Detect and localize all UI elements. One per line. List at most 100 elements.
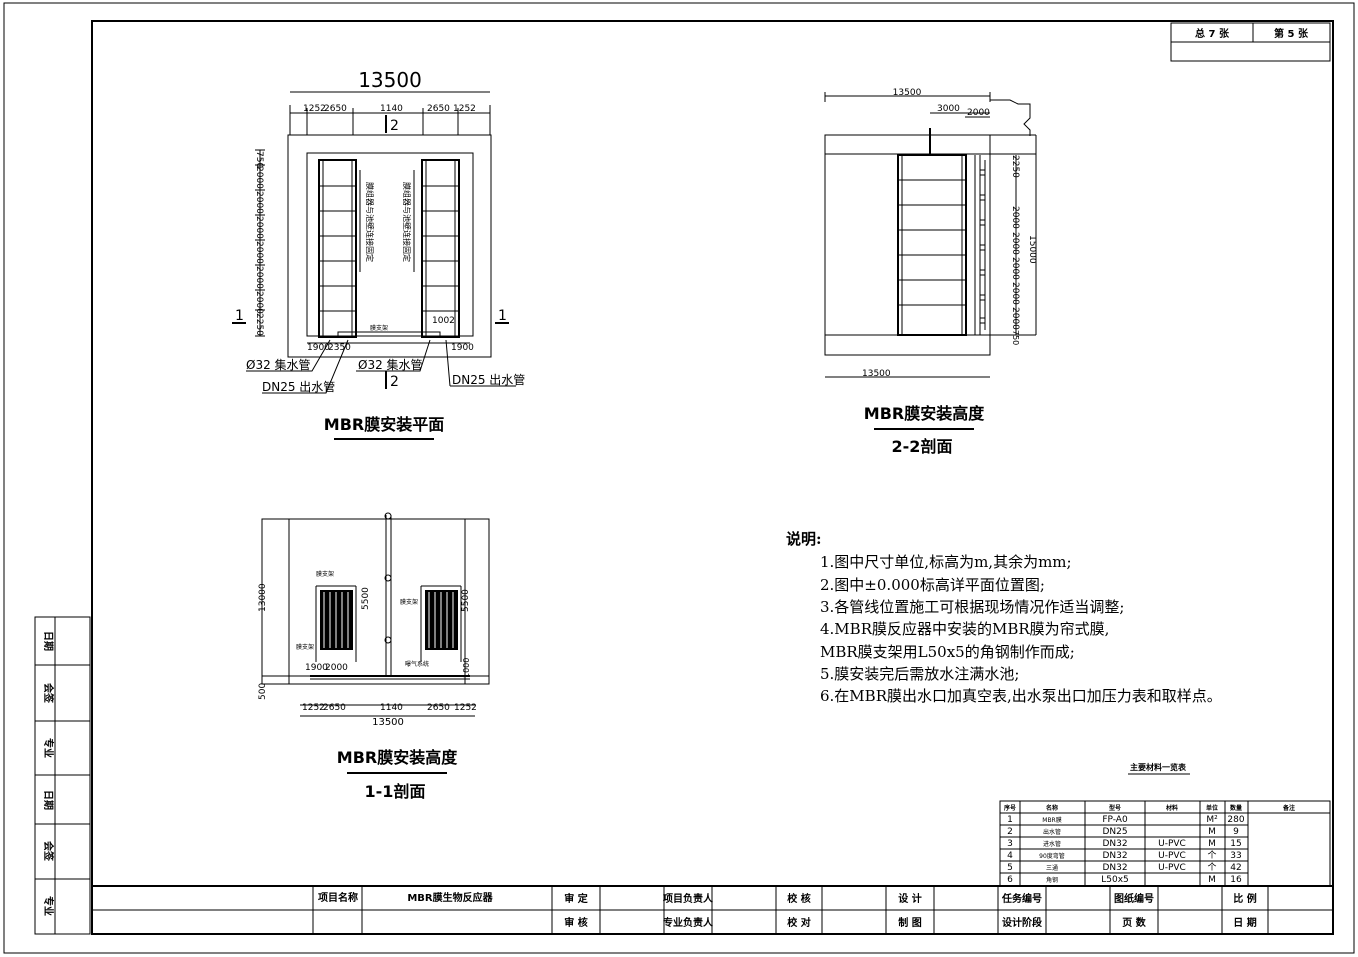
plan-top-dim-4: 2650 — [427, 104, 450, 114]
plan-dim-1002: 1002 — [432, 316, 455, 326]
sec11-dim-1900: 1900 — [305, 663, 328, 673]
materials-cell: U-PVC — [1158, 851, 1186, 861]
tb-task-no: 任务编号 — [1001, 892, 1042, 905]
sec11-bracket-label-c: 膜支架 — [296, 643, 314, 651]
plan-overall-dim: 13500 — [358, 68, 422, 92]
materials-header-cell: 型号 — [1109, 804, 1121, 812]
sec11-dim-1000: 1000 — [462, 658, 471, 678]
plan-membrane-module-right — [421, 159, 460, 338]
sec11-bottom-dim-3: 1140 — [380, 703, 403, 713]
plan-top-dim-3: 1140 — [380, 104, 403, 114]
plan-section-2-top: 2 — [390, 118, 399, 134]
materials-cell: L50x5 — [1101, 875, 1129, 885]
sec11-subtitle: 1-1剖面 — [365, 782, 426, 801]
sec11-overall-dim: 13500 — [372, 717, 404, 728]
tb-shending: 审 定 — [564, 892, 587, 905]
tb-scale: 比 例 — [1233, 892, 1256, 905]
materials-cell: DN32 — [1102, 839, 1127, 849]
strip-date-2: 日期 — [42, 790, 55, 810]
materials-cell: 个 — [1207, 850, 1216, 861]
side-strip: 日期 会签 专业 日期 会签 专业 — [34, 616, 91, 935]
sec11-dim-2000: 2000 — [325, 663, 348, 673]
sec22-right-dim-3: 2000 — [1010, 232, 1020, 255]
plan-outlet-left-label: DN25 出水管 — [262, 379, 335, 394]
materials-cell: M² — [1206, 815, 1218, 825]
tb-jiaodui: 校 对 — [787, 916, 810, 929]
sec11-dim-5500-a: 5500 — [361, 587, 371, 610]
materials-header-cell: 序号 — [1003, 804, 1016, 812]
note-3: 3.各管线位置施工可根据现场情况作适当调整; — [820, 598, 1124, 616]
materials-cell: 三通 — [1046, 864, 1058, 872]
plan-left-dim-8: 2250 — [254, 313, 264, 336]
tb-zhitu: 制 图 — [898, 916, 921, 929]
sec22-right-dim-6: 2000 — [1010, 307, 1020, 330]
sec22-top-dim: 13500 — [893, 88, 922, 98]
tb-sheji: 设 计 — [898, 892, 921, 905]
strip-discipline-2: 专业 — [42, 896, 55, 916]
inner-border — [91, 20, 1334, 935]
sec11-left-dim: 13000 — [258, 583, 268, 612]
sheet-index: 第 5 张 — [1274, 27, 1309, 40]
materials-cell: 出水管 — [1043, 828, 1061, 836]
materials-cell: 280 — [1227, 815, 1244, 825]
sec11-dim-5500-b: 5500 — [461, 589, 471, 612]
sec11-bottom-dim-4: 2650 — [427, 703, 450, 713]
tb-project-name: MBR膜生物反应器 — [407, 891, 493, 904]
materials-cell: FP-A0 — [1102, 815, 1128, 825]
sec11-bottom-dim-2: 2650 — [323, 703, 346, 713]
sheet-number-box: 总 7 张 第 5 张 — [1170, 22, 1331, 62]
plan-top-dim-2: 2650 — [324, 104, 347, 114]
tb-page-no: 页 数 — [1122, 916, 1146, 929]
strip-date-1: 日期 — [42, 631, 55, 651]
materials-header-cell: 单位 — [1206, 804, 1218, 812]
materials-cell: 15 — [1230, 839, 1241, 849]
plan-top-dim-1: 1252 — [303, 104, 326, 114]
sec22-overall-right: 15000 — [1027, 235, 1037, 264]
plan-bottom-dim-2: 2350 — [328, 343, 351, 353]
note-5: 5.膜安装完后需放水注满水池; — [820, 665, 1019, 683]
tb-drawing-no: 图纸编号 — [1114, 892, 1154, 905]
plan-section-1-left: 1 — [235, 308, 244, 324]
materials-cell: M — [1208, 875, 1216, 885]
tb-project-lead: 项目负责人 — [663, 892, 714, 905]
plan-note-right: 膜组器与池壁连接固定 — [402, 182, 412, 262]
plan-left-dim-1: 750 — [254, 151, 264, 168]
materials-cell: MBR膜 — [1042, 816, 1061, 824]
sheet-total: 总 7 张 — [1195, 27, 1230, 40]
materials-cell: U-PVC — [1158, 839, 1186, 849]
materials-cell: U-PVC — [1158, 863, 1186, 873]
notes-heading: 说明: — [786, 530, 822, 548]
outer-border — [3, 2, 1355, 954]
materials-cell: DN32 — [1102, 863, 1127, 873]
materials-cell: 6 — [1007, 875, 1013, 885]
title-block: 项目名称 MBR膜生物反应器 审 定 审 核 项目负责人 专业负责人 校 核 校… — [92, 885, 1333, 934]
plan-top-dim-5: 1252 — [453, 104, 476, 114]
plan-section-1-right: 1 — [498, 308, 507, 324]
materials-cell: 9 — [1233, 827, 1239, 837]
plan-left-dim-4: 2000 — [254, 216, 264, 239]
tb-jiaohe: 校 核 — [787, 892, 810, 905]
sec11-bottom-dim-5: 1252 — [454, 703, 477, 713]
plan-bracket-label: 膜支架 — [370, 324, 388, 332]
notes: 说明: 1.图中尺寸单位,标高为m,其余为mm; 2.图中±0.000标高详平面… — [786, 530, 1222, 705]
materials-cell: 1 — [1007, 815, 1013, 825]
materials-cell: 个 — [1207, 862, 1216, 873]
sec11-bracket-label-a: 膜支架 — [316, 570, 334, 578]
note-4b: MBR膜支架用L50x5的角钢制作而成; — [820, 643, 1075, 661]
section-1-1: 膜支架 膜支架 膜支架 曝气系统 5500 5500 1000 1900 200… — [258, 512, 490, 801]
strip-discipline-1: 专业 — [42, 738, 55, 758]
materials-cell: 进水管 — [1043, 840, 1061, 848]
materials-title: 主要材料一览表 — [1130, 762, 1187, 772]
sec11-bottom-dim-1: 1252 — [302, 703, 325, 713]
tb-discipline-lead: 专业负责人 — [663, 916, 714, 929]
materials-header: 序号名称型号材料单位数量备注 — [1003, 804, 1295, 812]
materials-cell: 33 — [1230, 851, 1241, 861]
sec22-dim-2000: 2000 — [967, 108, 990, 118]
plan-left-dim-2: 2000 — [254, 166, 264, 189]
plan-left-dim-5: 2000 — [254, 241, 264, 264]
sec11-bracket-label-b: 膜支架 — [400, 598, 418, 606]
materials-header-cell: 数量 — [1230, 804, 1242, 812]
sec22-right-dim-4: 2000 — [1010, 257, 1020, 280]
